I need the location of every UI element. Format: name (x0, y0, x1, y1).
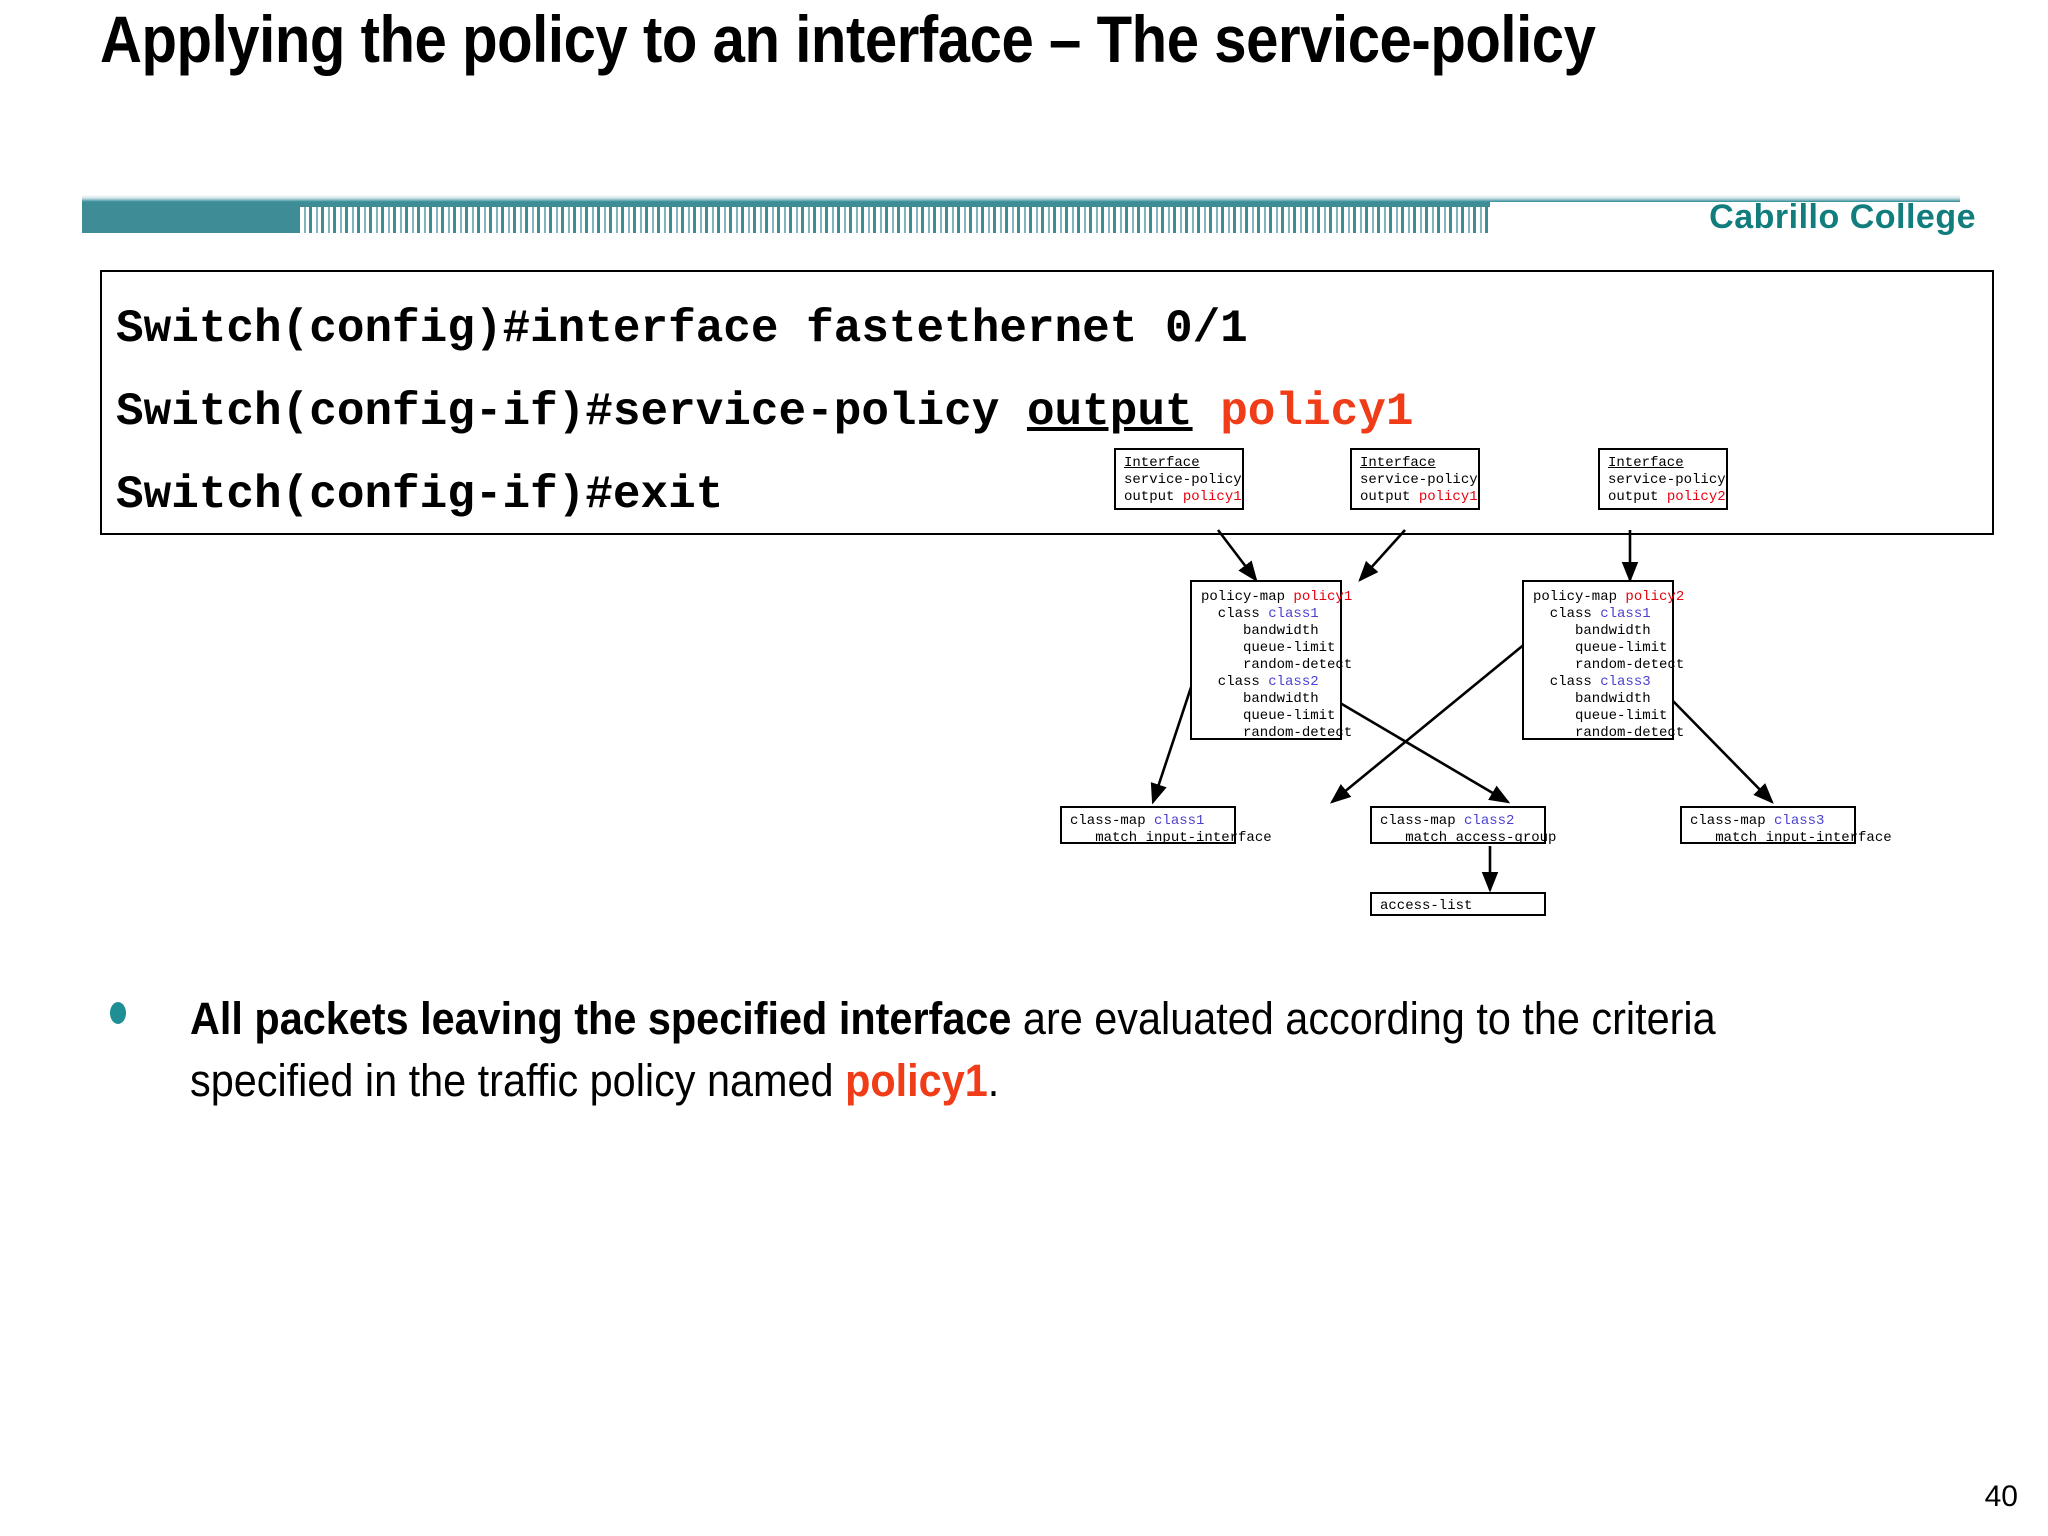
interface-box-2-line1: service-policy (1360, 472, 1478, 488)
bullet-dot-icon (110, 1002, 126, 1024)
policy-map-2-class1-action1: bandwidth (1533, 623, 1651, 639)
policy-map-1-class1-action1: bandwidth (1201, 623, 1319, 639)
policy-map-2-class1-action2: queue-limit (1533, 640, 1668, 656)
bullet-bold-segment: All packets leaving the specified interf… (190, 993, 1012, 1044)
policy-map-2-class3-name: class3 (1600, 674, 1651, 690)
interface-box-1-title: Interface (1124, 455, 1200, 471)
class-map-1-match: match input-interface (1070, 830, 1272, 846)
policy-map-2-class1-prefix: class (1533, 606, 1601, 622)
policy-map-2-class3-action2: queue-limit (1533, 708, 1668, 724)
interface-box-1: Interface service-policy output policy1 (1114, 448, 1244, 510)
policy-map-1-class1-action2: queue-limit (1201, 640, 1336, 656)
code-block-border (100, 270, 1994, 535)
cli-line-2-prefix: Switch(config-if)#service-policy (116, 386, 1027, 438)
interface-box-2-title: Interface (1360, 455, 1436, 471)
page-title: Applying the policy to an interface – Th… (100, 2, 1596, 76)
bullet-text: All packets leaving the specified interf… (190, 988, 1772, 1112)
policy-map-1-class2-action3: random-detect (1201, 725, 1353, 741)
policy-map-1-class2-action1: bandwidth (1201, 691, 1319, 707)
policy-map-box-policy2: policy-map policy2 class class1 bandwidt… (1522, 580, 1684, 741)
class-map-box-class2: class-map class2 match access-group (1370, 806, 1556, 846)
policy-map-1-class2-prefix: class (1201, 674, 1269, 690)
policy-map-2-class3-prefix: class (1533, 674, 1601, 690)
interface-box-1-policy: policy1 (1182, 489, 1242, 505)
interface-box-3: Interface service-policy output policy2 (1598, 448, 1728, 510)
class-map-1-prefix: class-map (1070, 813, 1155, 829)
interface-box-2-line2-prefix: output (1360, 489, 1419, 505)
class-map-box-class3: class-map class3 match input-interface (1680, 806, 1892, 846)
interface-box-2: Interface service-policy output policy1 (1350, 448, 1480, 510)
class-map-2-match: match access-group (1380, 830, 1557, 846)
cli-line-2-policy-name: policy1 (1192, 386, 1414, 438)
class-map-3-match: match input-interface (1690, 830, 1892, 846)
interface-box-3-title: Interface (1608, 455, 1684, 471)
access-list-box: access-list (1370, 892, 1546, 916)
class-map-2-name: class2 (1464, 813, 1515, 829)
policy-map-1-header-name: policy1 (1293, 589, 1353, 605)
policy-map-2-class1-action3: random-detect (1533, 657, 1685, 673)
cabrillo-college-logo: Cabrillo College (1709, 198, 1976, 236)
bar-stripe-top-cap (297, 202, 1960, 207)
bar-logo-backdrop (1490, 202, 1960, 233)
cli-line-1: Switch(config)#interface fastethernet 0/… (116, 303, 1248, 355)
bar-gradient-strip (82, 195, 1960, 202)
cli-line-3: Switch(config-if)#exit (116, 469, 724, 521)
policy-map-1-header-prefix: policy-map (1201, 589, 1294, 605)
policy-map-2-header-prefix: policy-map (1533, 589, 1626, 605)
cli-code-listing: Switch(config)#interface fastethernet 0/… (116, 288, 1413, 537)
policy-map-2-class3-action3: random-detect (1533, 725, 1685, 741)
page-number: 40 (1984, 1480, 2018, 1513)
bullet-policy-highlight: policy1 (845, 1055, 988, 1106)
class-map-3-name: class3 (1774, 813, 1825, 829)
access-list-label: access-list (1380, 898, 1473, 914)
interface-box-1-line1: service-policy (1124, 472, 1242, 488)
class-map-2-prefix: class-map (1380, 813, 1465, 829)
diagram-connectors (1150, 529, 1774, 893)
class-map-3-prefix: class-map (1690, 813, 1775, 829)
class-map-1-name: class1 (1154, 813, 1205, 829)
policy-map-1-class1-prefix: class (1201, 606, 1269, 622)
interface-box-2-policy: policy1 (1418, 489, 1478, 505)
policy-map-2-class3-action1: bandwidth (1533, 691, 1651, 707)
interface-box-3-line1: service-policy (1608, 472, 1726, 488)
cli-line-2-output-keyword: output (1026, 386, 1193, 438)
decorative-bar (82, 195, 1960, 233)
qos-policy-diagram: Interface service-policy output policy1 … (1060, 448, 2025, 968)
interface-box-3-policy: policy2 (1666, 489, 1726, 505)
bar-solid-block (82, 202, 297, 233)
policy-map-box-policy1: policy-map policy1 class class1 bandwidt… (1190, 580, 1352, 741)
policy-map-1-class1-action3: random-detect (1201, 657, 1353, 673)
policy-map-2-class1-name: class1 (1600, 606, 1651, 622)
policy-map-2-header-name: policy2 (1625, 589, 1685, 605)
class-map-box-class1: class-map class1 match input-interface (1060, 806, 1272, 846)
policy-map-1-class2-action2: queue-limit (1201, 708, 1336, 724)
bullet-middle-segment: are evaluated according to the criteria … (190, 993, 1728, 1106)
bullet-end-segment: . (987, 1055, 1000, 1106)
interface-box-3-line2-prefix: output (1608, 489, 1667, 505)
interface-box-1-line2-prefix: output (1124, 489, 1183, 505)
policy-map-1-class1-name: class1 (1268, 606, 1319, 622)
policy-map-1-class2-name: class2 (1268, 674, 1319, 690)
